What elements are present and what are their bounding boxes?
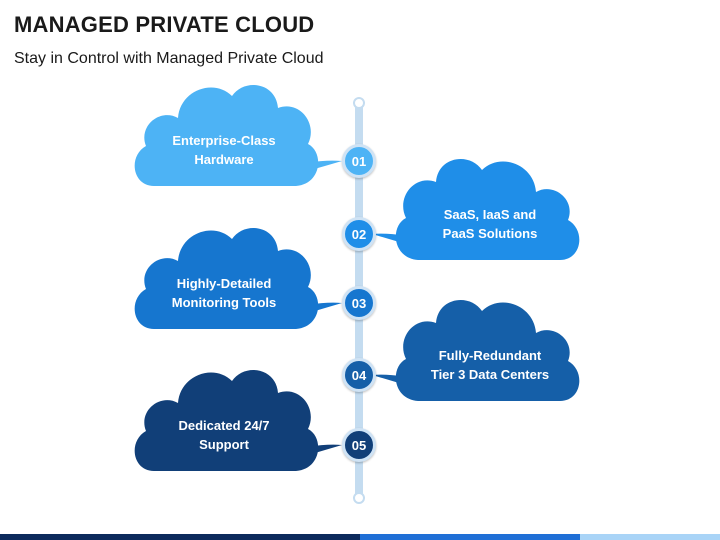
cloud-shape <box>134 84 319 186</box>
step-number-03: 03 <box>342 286 376 320</box>
cloud-step-03 <box>134 227 342 329</box>
cloud-step-01 <box>134 84 342 186</box>
step-number-01: 01 <box>342 144 376 178</box>
cloud-label-line1: Enterprise-Class <box>172 133 276 148</box>
cloud-label-line2: Monitoring Tools <box>171 295 277 310</box>
cloud-label-line2: Support <box>199 437 249 452</box>
cloud-step-02 <box>372 158 580 260</box>
page-title: MANAGED PRIVATE CLOUD <box>14 12 315 37</box>
cloud-shape <box>395 158 580 260</box>
step-number-02: 02 <box>342 217 376 251</box>
cloud-label-line1: Highly-Detailed <box>176 276 272 291</box>
cloud-shape <box>395 299 580 401</box>
step-number-04: 04 <box>342 358 376 392</box>
footer-bar <box>0 534 720 540</box>
timeline-start-cap <box>353 97 365 109</box>
cloud-label-line1: Dedicated 24/7 <box>178 418 270 433</box>
cloud-label-line2: Tier 3 Data Centers <box>430 367 550 382</box>
cloud-label-line2: Hardware <box>194 152 254 167</box>
step-number-05: 05 <box>342 428 376 462</box>
cloud-step-05 <box>134 369 342 471</box>
cloud-shape <box>134 227 319 329</box>
cloud-step-04 <box>372 299 580 401</box>
cloud-label-line1: SaaS, IaaS and <box>443 207 537 222</box>
cloud-label-line2: PaaS Solutions <box>442 226 538 241</box>
cloud-label-line1: Fully-Redundant <box>438 348 542 363</box>
cloud-shape <box>134 369 319 471</box>
page-subtitle: Stay in Control with Managed Private Clo… <box>14 50 324 67</box>
timeline-end-cap <box>353 492 365 504</box>
